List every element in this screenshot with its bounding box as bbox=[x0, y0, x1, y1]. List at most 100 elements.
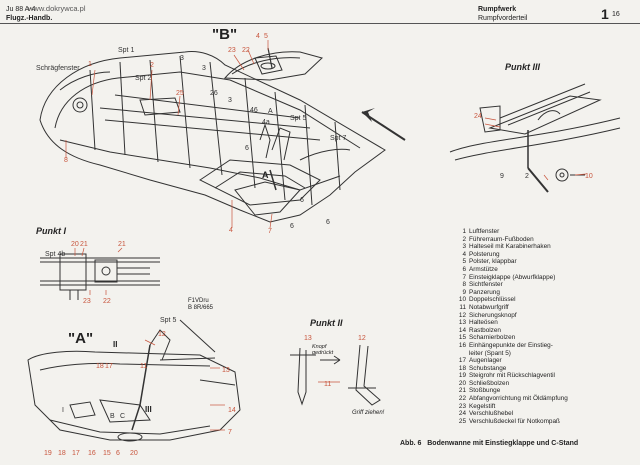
marker-iii: III bbox=[145, 405, 152, 414]
page-number: 1 bbox=[601, 6, 609, 22]
svg-text:4: 4 bbox=[256, 33, 260, 40]
svg-text:Spt 5: Spt 5 bbox=[290, 115, 306, 122]
svg-text:3: 3 bbox=[202, 65, 206, 72]
legend-text: Halteseil mit Karabinerhaken bbox=[469, 243, 551, 251]
legend-text: Polsterung bbox=[469, 250, 500, 258]
legend-text: Sicherungsknopf bbox=[469, 311, 517, 319]
svg-text:2: 2 bbox=[525, 173, 529, 180]
marker-ii: II bbox=[113, 340, 118, 349]
legend-text: Einhängepunkte der Einstieg- bbox=[469, 341, 553, 349]
svg-text:16: 16 bbox=[88, 450, 96, 457]
header-rule bbox=[0, 23, 640, 24]
svg-text:23: 23 bbox=[83, 298, 91, 305]
punkt-2-drawing bbox=[290, 344, 381, 406]
svg-text:7: 7 bbox=[268, 228, 272, 235]
legend-number bbox=[452, 350, 466, 358]
svg-text:3: 3 bbox=[180, 55, 184, 62]
legend-text: Panzerung bbox=[469, 288, 500, 296]
svg-text:23: 23 bbox=[228, 47, 236, 54]
detail-a-title: "A" bbox=[68, 330, 94, 347]
legend-item: leiter (Spant 5) bbox=[452, 350, 638, 358]
legend-number: 9 bbox=[462, 288, 466, 296]
doc-ref-line-1: F1VDru bbox=[188, 298, 209, 304]
legend-text: Verschlußdeckel für Notkompaß bbox=[469, 417, 560, 425]
svg-text:13: 13 bbox=[222, 367, 230, 374]
svg-text:Spt 7: Spt 7 bbox=[330, 135, 346, 142]
svg-text:9: 9 bbox=[500, 173, 504, 180]
page-subnumber: 16 bbox=[612, 11, 620, 18]
legend-number: 22 bbox=[458, 395, 466, 403]
svg-text:5: 5 bbox=[264, 33, 268, 40]
legend-text: Schubstange bbox=[469, 364, 507, 372]
punkt-1-drawing bbox=[40, 253, 160, 300]
legend-text: Notabwurfgriff bbox=[469, 303, 509, 311]
svg-text:25: 25 bbox=[176, 90, 184, 97]
legend-number: 25 bbox=[458, 417, 466, 425]
doc-ref-line-2: B 8R/665 bbox=[188, 305, 214, 311]
svg-text:22: 22 bbox=[103, 298, 111, 305]
svg-text:18: 18 bbox=[96, 363, 104, 370]
svg-text:B: B bbox=[110, 413, 115, 420]
legend-text: Scharnierbolzen bbox=[469, 334, 516, 342]
legend-number: 1 bbox=[462, 228, 466, 235]
legend-number: 23 bbox=[458, 402, 466, 410]
legend-text: Schließbolzen bbox=[469, 379, 510, 387]
punkt-3-drawing bbox=[449, 83, 621, 193]
legend-number: 7 bbox=[462, 273, 466, 281]
svg-text:14: 14 bbox=[228, 407, 236, 414]
legend-text: Führerraum-Fußboden bbox=[469, 235, 534, 243]
legend-number: 6 bbox=[462, 265, 466, 273]
legend-number: 11 bbox=[459, 303, 466, 311]
header-center: Rumpfwerk Rumpfvorderteil bbox=[478, 5, 527, 23]
legend-text: Doppelschlüssel bbox=[469, 296, 516, 304]
legend-text: Abfangvorrichtung mit Öldämpfung bbox=[469, 395, 568, 403]
legend-number: 15 bbox=[458, 334, 466, 342]
legend-text: Halteösen bbox=[469, 319, 498, 327]
knopf-note: Knopf gedrückt bbox=[312, 344, 334, 356]
svg-text:Spt 2: Spt 2 bbox=[135, 75, 151, 82]
section-subtitle: Rumpfvorderteil bbox=[478, 15, 528, 22]
svg-text:3: 3 bbox=[228, 97, 232, 104]
svg-text:24: 24 bbox=[474, 113, 482, 120]
legend-number: 2 bbox=[462, 235, 466, 243]
handbook-name: Flugz.-Handb. bbox=[6, 15, 53, 22]
legend-number: 21 bbox=[458, 387, 466, 395]
legend-number: 3 bbox=[462, 243, 466, 251]
svg-text:12: 12 bbox=[158, 331, 166, 338]
svg-text:11: 11 bbox=[324, 381, 331, 388]
griff-note: Griff ziehen! bbox=[352, 410, 385, 416]
svg-text:10: 10 bbox=[585, 173, 593, 180]
legend-text: Steigrohr mit Rückschlagventil bbox=[469, 372, 555, 380]
detail-b-drawing bbox=[223, 47, 323, 81]
svg-text:Spt 5: Spt 5 bbox=[160, 317, 176, 324]
svg-text:6: 6 bbox=[326, 219, 330, 226]
punkt-1-title: Punkt I bbox=[36, 226, 67, 236]
svg-text:15: 15 bbox=[103, 450, 111, 457]
legend-number: 24 bbox=[458, 410, 466, 418]
legend-text: Verschlußhebel bbox=[469, 410, 514, 418]
svg-text:Schrägfenster: Schrägfenster bbox=[36, 65, 80, 72]
svg-text:18: 18 bbox=[58, 450, 66, 457]
svg-text:17: 17 bbox=[72, 450, 80, 457]
punkt-3-title: Punkt III bbox=[505, 62, 541, 72]
legend-number: 18 bbox=[458, 364, 466, 372]
legend-text: Armstütze bbox=[469, 265, 498, 273]
svg-text:7: 7 bbox=[228, 429, 232, 436]
figure-number: Abb. 6 bbox=[400, 440, 422, 447]
